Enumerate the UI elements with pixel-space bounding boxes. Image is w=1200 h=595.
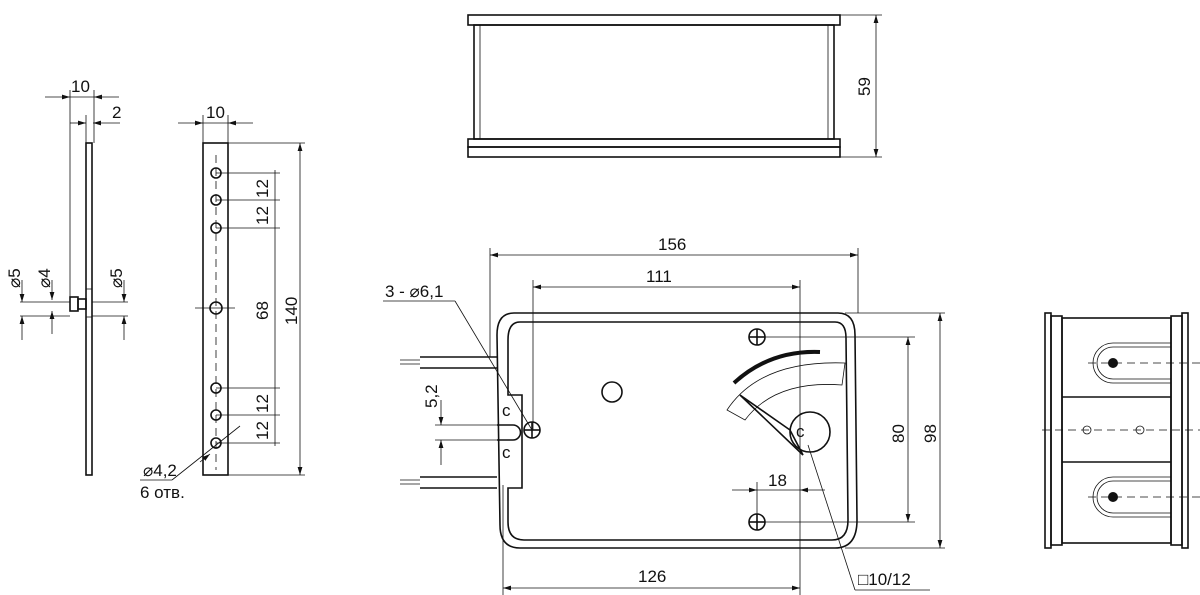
dim-plate-thickness: 2: [112, 103, 121, 122]
pin-side-view: 10 2 ⌀5 ⌀4 ⌀5: [5, 77, 128, 476]
side-view: [1042, 312, 1200, 549]
hatch-section: [85, 288, 93, 318]
dim-height-59: 59: [855, 77, 874, 96]
indicator-hole: [601, 381, 623, 403]
housing-inner: [507, 321, 849, 541]
dim-width-126: 126: [638, 567, 666, 586]
dim-slot-5-2: 5,2: [422, 384, 441, 408]
cables: [400, 356, 497, 489]
dim-width-156: 156: [658, 235, 686, 254]
front-view: c c c 156 111 126 80: [383, 235, 945, 595]
dim-length-140: 140: [282, 297, 301, 325]
mount-pin: [1108, 492, 1118, 502]
shaft-mark: c: [796, 422, 805, 441]
dim-width-111: 111: [646, 267, 672, 286]
dim-pitch-12-d: 12: [253, 421, 272, 440]
scale-segments: [726, 362, 846, 421]
dim-pitch-12-c: 12: [253, 394, 272, 413]
top-view: 59: [467, 14, 882, 158]
dim-dia-5-right: ⌀5: [107, 268, 126, 288]
slot-mark: c: [502, 443, 511, 462]
pin-shaft: [77, 298, 87, 310]
dim-pitch-12-a: 12: [253, 179, 272, 198]
housing-outline: [496, 312, 858, 549]
dim-dia-4: ⌀4: [35, 268, 54, 288]
mount-pin: [1108, 358, 1118, 368]
hole-count-label: 6 отв.: [140, 483, 185, 502]
slot-mark: c: [502, 401, 511, 420]
bracket-outline: [202, 142, 229, 476]
plate-edge: [85, 142, 93, 476]
dim-bracket-width: 10: [206, 103, 225, 122]
scale-arc: [732, 349, 821, 385]
dim-spacing-68: 68: [253, 301, 272, 320]
dim-pin-width: 10: [71, 77, 90, 96]
dim-dia-5-left: ⌀5: [5, 268, 24, 288]
slot: [497, 424, 522, 441]
dim-pitch-12-b: 12: [253, 206, 272, 225]
position-pointer: [739, 394, 804, 456]
shaft-square-label: □10/12: [858, 570, 911, 589]
mount-holes: [523, 328, 766, 531]
mount-holes-label: 3 - ⌀6,1: [385, 282, 443, 301]
bracket-view: 12 12 68 12 12 140 10 ⌀4,2 6 отв.: [140, 103, 305, 502]
dim-height-98: 98: [921, 424, 940, 443]
dim-height-80: 80: [889, 424, 908, 443]
hole-diameter-label: ⌀4,2: [143, 461, 177, 480]
pin-head: [69, 296, 79, 312]
dim-offset-18: 18: [768, 471, 787, 490]
